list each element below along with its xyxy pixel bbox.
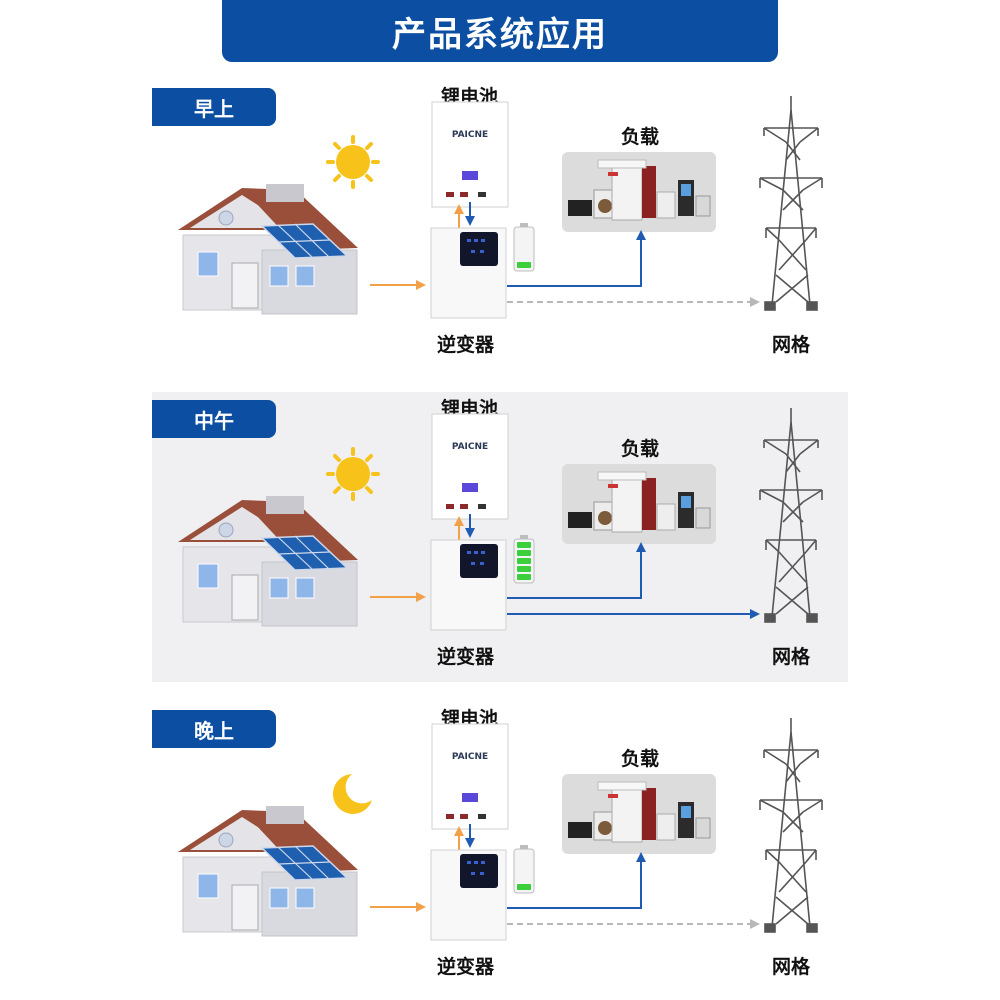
scene-time-label: 中午 xyxy=(152,400,276,438)
scene-panel-1: 早上 锂电池 负载 逆变器 网格 xyxy=(0,80,1000,370)
grid-caption: 网格 xyxy=(772,334,811,356)
scene-graphics: PAICNE xyxy=(178,408,823,631)
transmission-tower-icon xyxy=(759,718,823,933)
sun-icon xyxy=(326,135,380,189)
grid-caption: 网格 xyxy=(772,646,811,668)
page-title: 产品系统应用 xyxy=(222,0,778,62)
inverter-icon xyxy=(430,849,507,941)
inverter-caption: 逆变器 xyxy=(437,646,495,668)
inverter-to-load-arrow xyxy=(507,230,646,287)
load-caption: 负载 xyxy=(621,438,660,460)
scene-panel-2: 中午 锂电池 负载 逆变器 网格 xyxy=(152,392,848,682)
transmission-tower-icon xyxy=(759,96,823,311)
grid-caption: 网格 xyxy=(772,956,811,978)
scene-time-label: 早上 xyxy=(152,88,276,126)
brand-logo-text: PAICNE xyxy=(452,130,488,140)
battery-level-bar xyxy=(517,566,531,572)
scene-graphics: PAICNE xyxy=(178,96,823,319)
battery-level-icon xyxy=(513,535,535,584)
battery-level-bar xyxy=(517,574,531,580)
scene-panel-3: 晚上 锂电池 负载 逆变器 网格 xyxy=(0,702,1000,992)
inverter-to-load-arrow xyxy=(507,542,646,599)
appliances-icon xyxy=(568,781,711,843)
battery-level-icon xyxy=(513,223,535,272)
scene-graphics: PAICNE xyxy=(178,718,823,941)
house-with-solar-panels-icon xyxy=(178,184,358,315)
inverter-caption: 逆变器 xyxy=(437,956,495,978)
inverter-icon xyxy=(430,539,507,631)
battery-level-bar xyxy=(517,542,531,548)
lithium-battery-icon: PAICNE xyxy=(431,413,509,520)
battery-level-icon xyxy=(513,845,535,894)
inverter-caption: 逆变器 xyxy=(437,334,495,356)
sun-icon xyxy=(326,447,380,501)
lithium-battery-icon: PAICNE xyxy=(431,723,509,830)
house-with-solar-panels-icon xyxy=(178,496,358,627)
scene-time-label: 晚上 xyxy=(152,710,276,748)
battery-level-bar xyxy=(517,884,531,890)
load-caption: 负载 xyxy=(621,126,660,148)
moon-icon xyxy=(332,774,372,814)
load-caption: 负载 xyxy=(621,748,660,770)
house-with-solar-panels-icon xyxy=(178,806,358,937)
battery-level-bar xyxy=(517,262,531,268)
appliances-icon xyxy=(568,159,711,221)
inverter-to-load-arrow xyxy=(507,852,646,909)
battery-level-bar xyxy=(517,558,531,564)
lithium-battery-icon: PAICNE xyxy=(431,101,509,208)
brand-logo-text: PAICNE xyxy=(452,752,488,762)
transmission-tower-icon xyxy=(759,408,823,623)
battery-level-bar xyxy=(517,550,531,556)
brand-logo-text: PAICNE xyxy=(452,442,488,452)
appliances-icon xyxy=(568,471,711,533)
inverter-icon xyxy=(430,227,507,319)
